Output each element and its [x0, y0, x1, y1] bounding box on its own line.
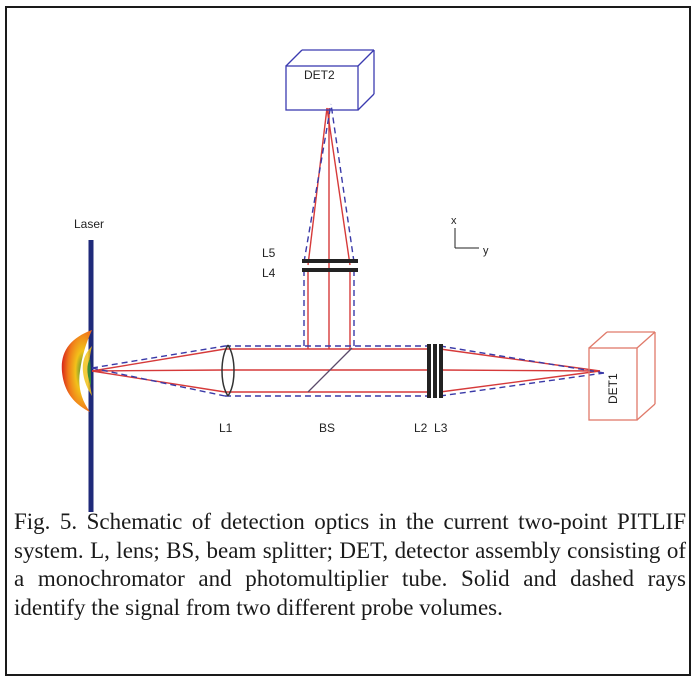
figure-caption: Fig. 5. Schematic of detection optics in… — [14, 509, 686, 620]
det1-box — [588, 331, 656, 421]
lens-l4-l5 — [302, 259, 358, 272]
axis-indicator — [454, 228, 479, 249]
l5-label: L5 — [262, 246, 276, 260]
det2-label: DET2 — [304, 68, 335, 82]
axis-x-label: x — [451, 215, 457, 227]
dashed-rays — [91, 103, 605, 397]
det2-box — [285, 49, 375, 111]
l2-l3-label: L2 L3 — [414, 421, 448, 435]
laser-label: Laser — [74, 217, 104, 231]
beam-splitter — [307, 347, 353, 393]
lens-l2-l3 — [427, 344, 443, 398]
l1-label: L1 — [219, 421, 233, 435]
det1-label: DET1 — [606, 373, 620, 404]
axis-y-label: y — [483, 245, 489, 257]
lens-l1 — [221, 344, 235, 397]
bs-label: BS — [319, 421, 335, 435]
l4-label: L4 — [262, 266, 276, 280]
solid-rays — [91, 107, 601, 393]
flame-icon — [61, 330, 92, 412]
figure-frame — [5, 6, 691, 676]
